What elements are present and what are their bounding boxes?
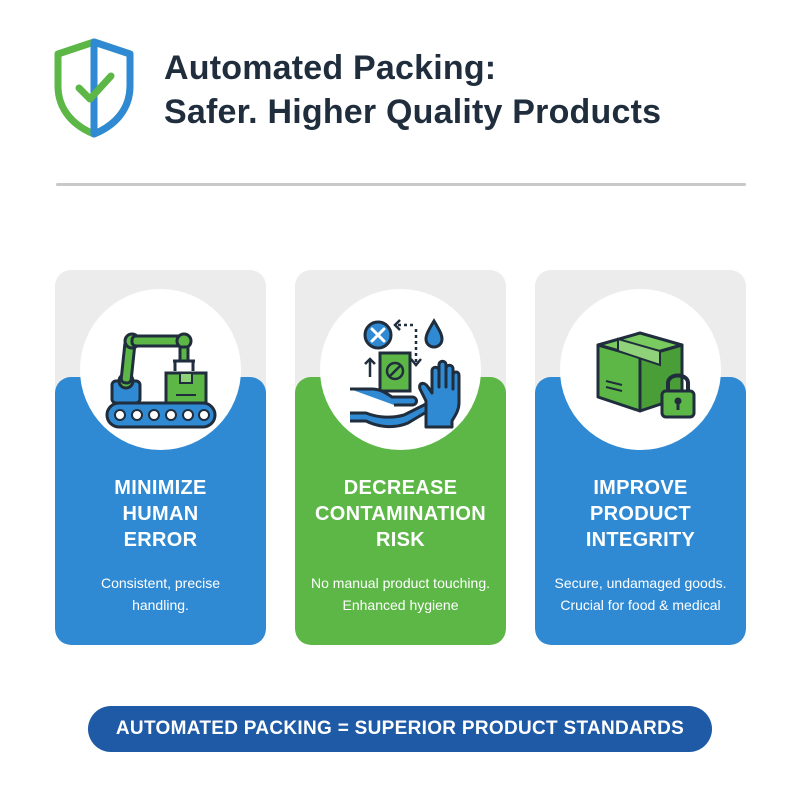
title-line-2: Safer. Higher Quality Products: [164, 93, 662, 131]
card-heading: IMPROVE PRODUCT INTEGRITY: [585, 477, 696, 551]
no-touch-hygiene-icon: [350, 318, 461, 429]
card-description: Consistent, precise handling.: [100, 575, 221, 613]
header: Automated Packing: Safer. Higher Quality…: [52, 38, 752, 138]
card-description: No manual product touching. Enhanced hyg…: [311, 575, 490, 613]
summary-banner: AUTOMATED PACKING = SUPERIOR PRODUCT STA…: [88, 706, 712, 752]
divider: [56, 183, 746, 186]
card-minimize-human-error: MINIMIZE HUMAN ERROR Consistent, precise…: [55, 270, 266, 645]
locked-box-icon: [596, 331, 696, 419]
title-line-1: Automated Packing:: [164, 49, 497, 87]
robotic-arm-conveyor-icon: [105, 332, 217, 429]
icon-circle: [560, 289, 721, 450]
icon-circle: [80, 289, 241, 450]
card-description: Secure, undamaged goods. Crucial for foo…: [554, 575, 727, 613]
page-title: Automated Packing: Safer. Higher Quality…: [164, 46, 754, 134]
icon-circle: [320, 289, 481, 450]
card-decrease-contamination-risk: DECREASE CONTAMINATION RISK No manual pr…: [295, 270, 506, 645]
shield-check-icon: [54, 38, 134, 138]
card-improve-product-integrity: IMPROVE PRODUCT INTEGRITY Secure, undama…: [535, 270, 746, 645]
card-heading: MINIMIZE HUMAN ERROR: [114, 477, 207, 551]
card-heading: DECREASE CONTAMINATION RISK: [315, 477, 486, 551]
